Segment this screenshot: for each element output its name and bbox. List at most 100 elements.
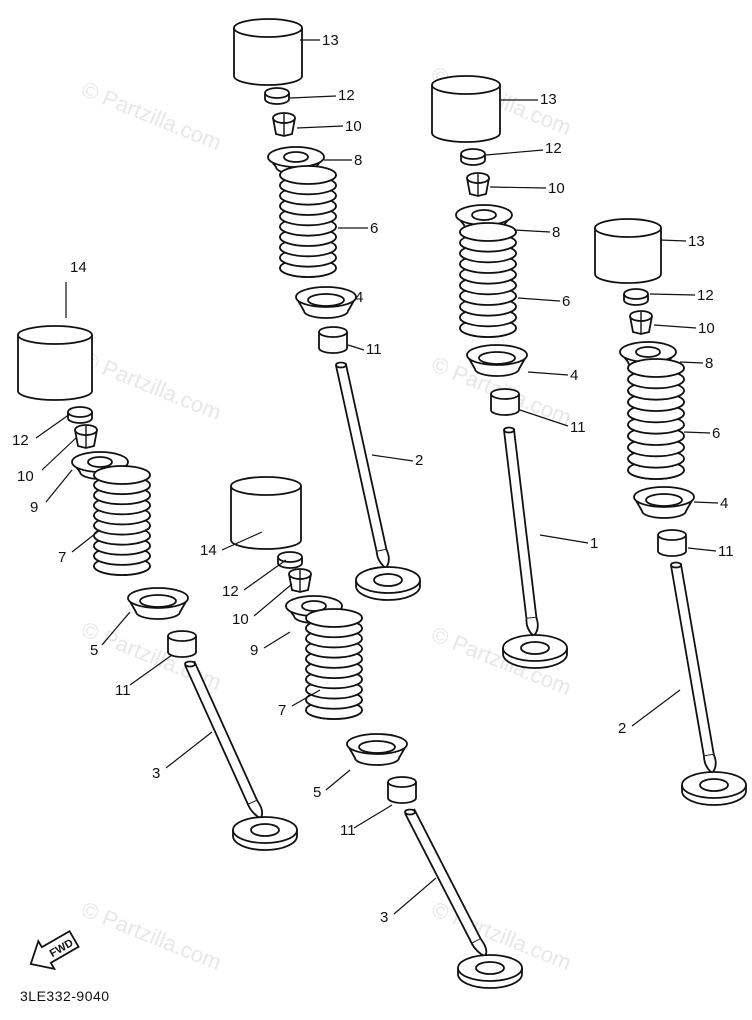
- callout-d-9: 9: [30, 499, 38, 516]
- leader-a-2: [371, 454, 414, 462]
- callout-c-6: 6: [712, 425, 720, 442]
- callout-c-12: 12: [697, 287, 714, 304]
- cotter-b: [466, 172, 490, 197]
- leader-e-10: [253, 583, 293, 617]
- leader-c-11: [687, 547, 717, 552]
- callout-e-14: 14: [200, 542, 217, 559]
- shim-b: [460, 148, 486, 166]
- tappet-e: [230, 476, 302, 550]
- diagram-code: 3LE332-9040: [20, 988, 110, 1004]
- seal-a: [318, 326, 348, 354]
- callout-a-6: 6: [370, 220, 378, 237]
- svg-text:© Partzilla.com: © Partzilla.com: [78, 896, 225, 975]
- cotter-a: [272, 112, 296, 137]
- leader-b-1: [539, 534, 589, 544]
- spring-b: [459, 222, 517, 338]
- callout-b-12: 12: [545, 140, 562, 157]
- leader-e-3: [393, 877, 437, 915]
- leader-d-10: [41, 437, 77, 471]
- svg-text:© Partzilla.com: © Partzilla.com: [78, 76, 225, 155]
- leader-c-4: [693, 501, 719, 504]
- valve-assembly-b: [431, 75, 568, 669]
- tappet-b: [431, 75, 501, 143]
- leader-a-10: [296, 125, 344, 129]
- leader-a-11: [347, 344, 365, 351]
- leader-b-8: [513, 229, 551, 233]
- leader-c-12: [649, 293, 696, 296]
- leader-b-11: [519, 409, 569, 427]
- leader-e-12: [243, 559, 287, 591]
- seat-e: [346, 733, 408, 766]
- callout-c-8: 8: [705, 355, 713, 372]
- valve-assembly-d: [17, 325, 298, 851]
- callout-e-12: 12: [222, 583, 239, 600]
- leader-e-11: [353, 804, 393, 829]
- leader-e-14: [221, 531, 263, 551]
- callout-c-11: 11: [718, 543, 734, 560]
- leader-c-2: [631, 689, 681, 727]
- spring-d: [93, 465, 151, 576]
- callout-e-11: 11: [340, 822, 356, 839]
- leader-c-13: [659, 239, 687, 242]
- seat-d: [127, 587, 189, 620]
- valve-assembly-a: [233, 18, 421, 601]
- callout-b-8: 8: [552, 224, 560, 241]
- leader-d-7: [71, 529, 101, 553]
- callout-d-7: 7: [58, 549, 66, 566]
- callout-b-11: 11: [570, 419, 586, 436]
- callout-b-13: 13: [540, 91, 557, 108]
- shim-a: [264, 87, 290, 105]
- callout-b-1: 1: [590, 535, 598, 552]
- valve-a: [335, 361, 421, 601]
- seat-c: [633, 486, 695, 519]
- leader-c-8: [679, 361, 704, 364]
- shim-c: [623, 288, 649, 306]
- callout-e-5: 5: [313, 784, 321, 801]
- spring-e: [305, 608, 363, 720]
- seal-d: [167, 630, 197, 658]
- callout-d-5: 5: [90, 642, 98, 659]
- callout-c-13: 13: [688, 233, 705, 250]
- tappet-d: [17, 325, 93, 401]
- leader-b-6: [517, 297, 561, 302]
- seal-e: [387, 776, 417, 804]
- leader-c-10: [653, 324, 697, 329]
- tappet-a: [233, 18, 303, 86]
- valve-assembly-e: [230, 476, 523, 989]
- callout-a-2: 2: [415, 452, 423, 469]
- callout-b-10: 10: [548, 180, 565, 197]
- valve-d: [184, 660, 298, 851]
- callout-d-10: 10: [17, 468, 34, 485]
- shim-e: [277, 551, 303, 569]
- shim-d: [67, 406, 93, 424]
- leader-d-12: [35, 413, 71, 439]
- fwd-arrow-shape: [29, 929, 80, 971]
- seat-b: [466, 344, 528, 377]
- valve-assembly-c: [594, 218, 747, 806]
- seal-c: [657, 529, 687, 557]
- callout-b-6: 6: [562, 293, 570, 310]
- leader-e-5: [325, 769, 351, 791]
- retainer-a: [267, 146, 325, 175]
- leader-a-12: [289, 95, 337, 99]
- cotter-d: [74, 424, 98, 449]
- valve-b: [502, 426, 568, 669]
- callout-d-14: 14: [70, 259, 87, 276]
- callout-e-3: 3: [380, 909, 388, 926]
- leader-d-9: [45, 469, 73, 503]
- leader-b-10: [489, 186, 547, 189]
- leader-e-7: [291, 689, 321, 707]
- valve-c: [670, 561, 747, 806]
- leader-d-3: [165, 731, 213, 769]
- callout-a-10: 10: [345, 118, 362, 135]
- callout-c-2: 2: [618, 720, 626, 737]
- callout-e-7: 7: [278, 702, 286, 719]
- svg-text:© Partzilla.com: © Partzilla.com: [78, 346, 225, 425]
- callout-d-12: 12: [12, 432, 29, 449]
- fwd-arrow: FWD: [29, 929, 80, 971]
- seat-a: [295, 286, 357, 319]
- leader-b-12: [485, 149, 544, 156]
- leader-c-6: [683, 431, 711, 434]
- callout-c-4: 4: [720, 495, 728, 512]
